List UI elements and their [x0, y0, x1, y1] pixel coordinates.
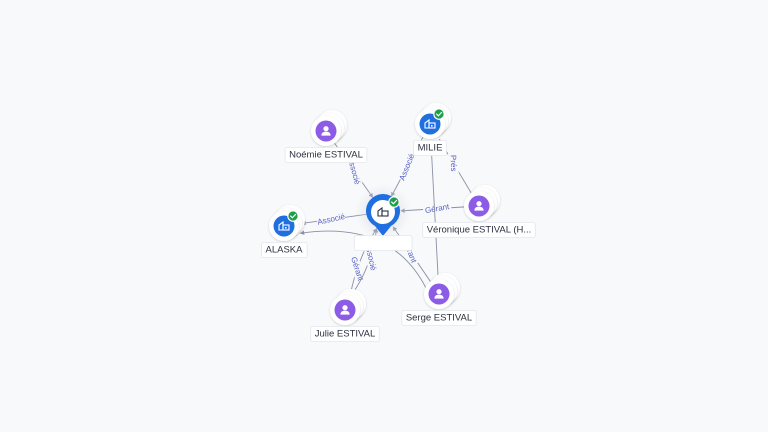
node-veronique[interactable]: Véronique ESTIVAL (H... — [422, 185, 536, 238]
person-icon — [321, 126, 331, 136]
node-disc — [273, 215, 295, 237]
building-icon — [377, 206, 389, 217]
edge-label-veronique-sci: Gérant — [424, 202, 450, 215]
node-center-sci[interactable]: SCI JUMIE — [353, 184, 413, 251]
edge-label-sci-alaska: Associé — [316, 212, 346, 227]
edge-label-bg — [348, 253, 367, 284]
node-milie[interactable]: MILIE — [413, 103, 451, 156]
node-milie-label-bg — [413, 140, 447, 156]
node-noemie[interactable]: Noémie ESTIVAL — [284, 110, 368, 163]
edge-label-milie-sci: Associé — [398, 152, 417, 182]
edge-label-bg — [397, 152, 417, 182]
edge-label-bg — [316, 211, 346, 228]
node-serge[interactable]: Serge ESTIVAL — [401, 273, 477, 326]
person-icon — [474, 201, 484, 211]
node-serge-label: Serge ESTIVAL — [406, 313, 472, 324]
center-inner — [371, 200, 395, 224]
node-julie-label: Julie ESTIVAL — [315, 329, 376, 340]
node-veronique-label-bg — [422, 222, 536, 238]
verified-check-icon — [433, 108, 445, 120]
node-milie-label: MILIE — [418, 143, 443, 154]
building-icon — [278, 220, 290, 231]
person-icon — [434, 289, 444, 299]
node-center-label: SCI JUMIE — [358, 238, 408, 249]
edge-label-bg — [447, 148, 459, 178]
node-julie-label-bg — [310, 326, 380, 342]
node-noemie-label-bg — [284, 147, 368, 163]
edge-label-bg — [422, 201, 452, 216]
node-alaska[interactable]: ALASKA — [261, 205, 308, 258]
node-alaska-label: ALASKA — [266, 245, 304, 256]
nodes-layer: Noémie ESTIVAL MILIE Véronique ESTIVAL (H.… — [261, 103, 536, 342]
node-veronique-label: Véronique ESTIVAL (H... — [427, 225, 532, 236]
verified-check-icon — [388, 196, 400, 208]
edge-label-julie-sci: Gérant — [349, 256, 365, 283]
person-icon — [340, 305, 350, 315]
node-noemie-label: Noémie ESTIVAL — [289, 150, 363, 161]
edge-serge-milie — [428, 141, 439, 281]
node-center-label-bg — [353, 235, 413, 251]
node-alaska-label-bg — [261, 242, 308, 258]
edge-label-bg — [345, 155, 363, 186]
verified-check-icon — [287, 210, 299, 222]
edge-label-veronique-milie: Prés — [449, 155, 459, 172]
node-serge-label-bg — [401, 310, 477, 326]
node-disc — [419, 113, 441, 135]
building-icon — [424, 118, 436, 129]
node-julie[interactable]: Julie ESTIVAL — [310, 289, 380, 342]
